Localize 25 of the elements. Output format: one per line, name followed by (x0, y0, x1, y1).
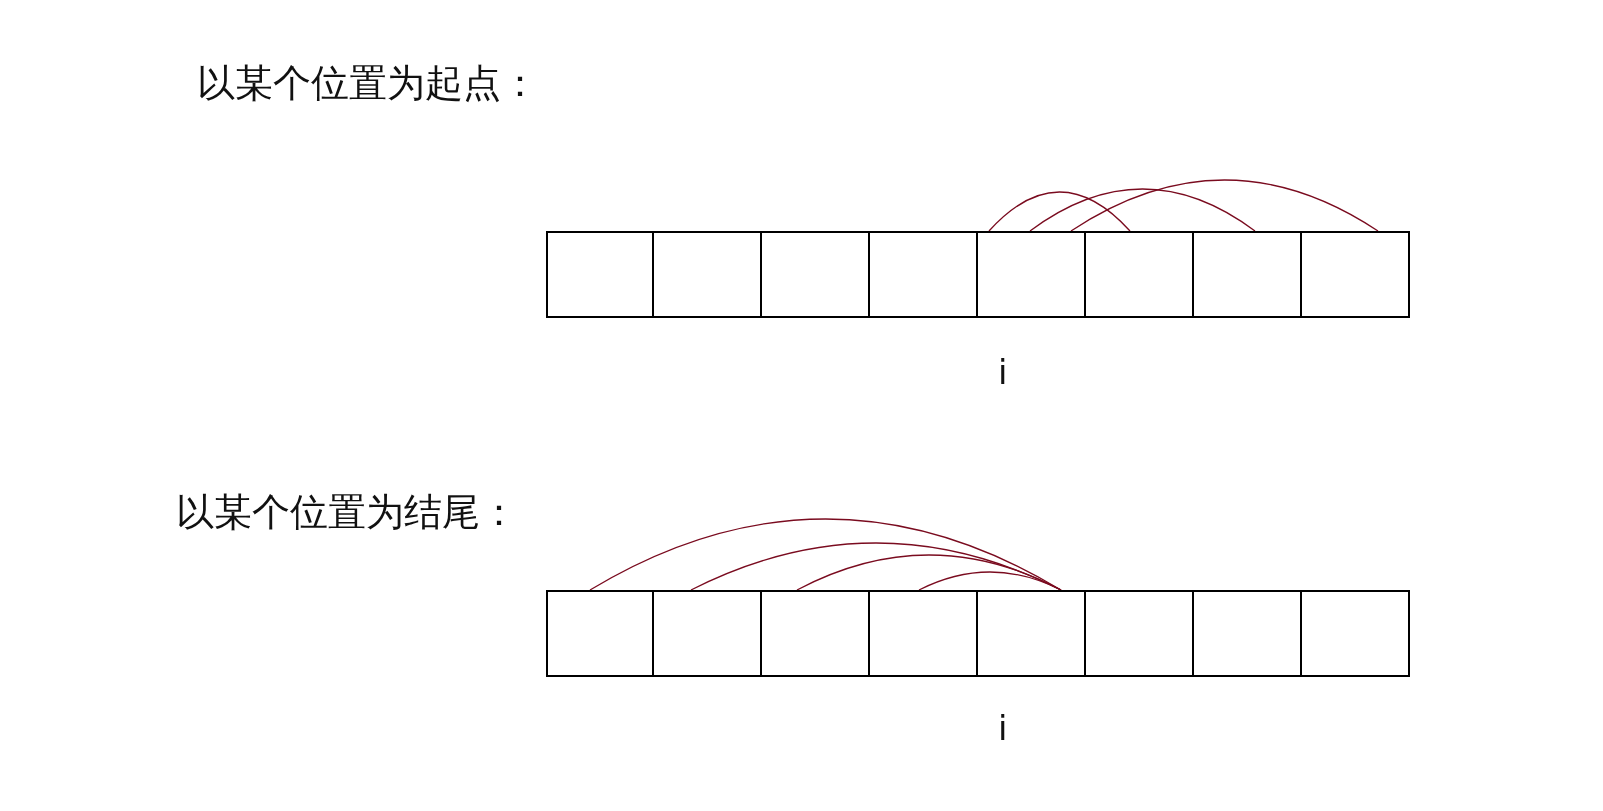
array-cell (652, 231, 762, 318)
index-label: i (998, 352, 1008, 392)
arc-line (918, 571, 1062, 591)
heading: 以某个位置为结尾： (176, 489, 518, 536)
array-cell (546, 231, 654, 318)
array-cell (760, 231, 870, 318)
array-cell (1084, 231, 1194, 318)
array-cell (1192, 231, 1302, 318)
array-cell (1300, 231, 1410, 318)
array-cell (976, 231, 1086, 318)
array-cell (1300, 590, 1410, 677)
array-cell (868, 590, 978, 677)
heading: 以某个位置为起点： (197, 60, 539, 107)
index-label: i (998, 708, 1008, 748)
array-cell (546, 590, 654, 677)
array-cell (1192, 590, 1302, 677)
array-cell (652, 590, 762, 677)
arc-line (1029, 188, 1256, 232)
array-cell (760, 590, 870, 677)
array-cell (1084, 590, 1194, 677)
arc-line (1070, 179, 1379, 232)
arc-line (988, 191, 1131, 232)
arc-line (589, 518, 1062, 591)
array-cell (868, 231, 978, 318)
array-cell (976, 590, 1086, 677)
